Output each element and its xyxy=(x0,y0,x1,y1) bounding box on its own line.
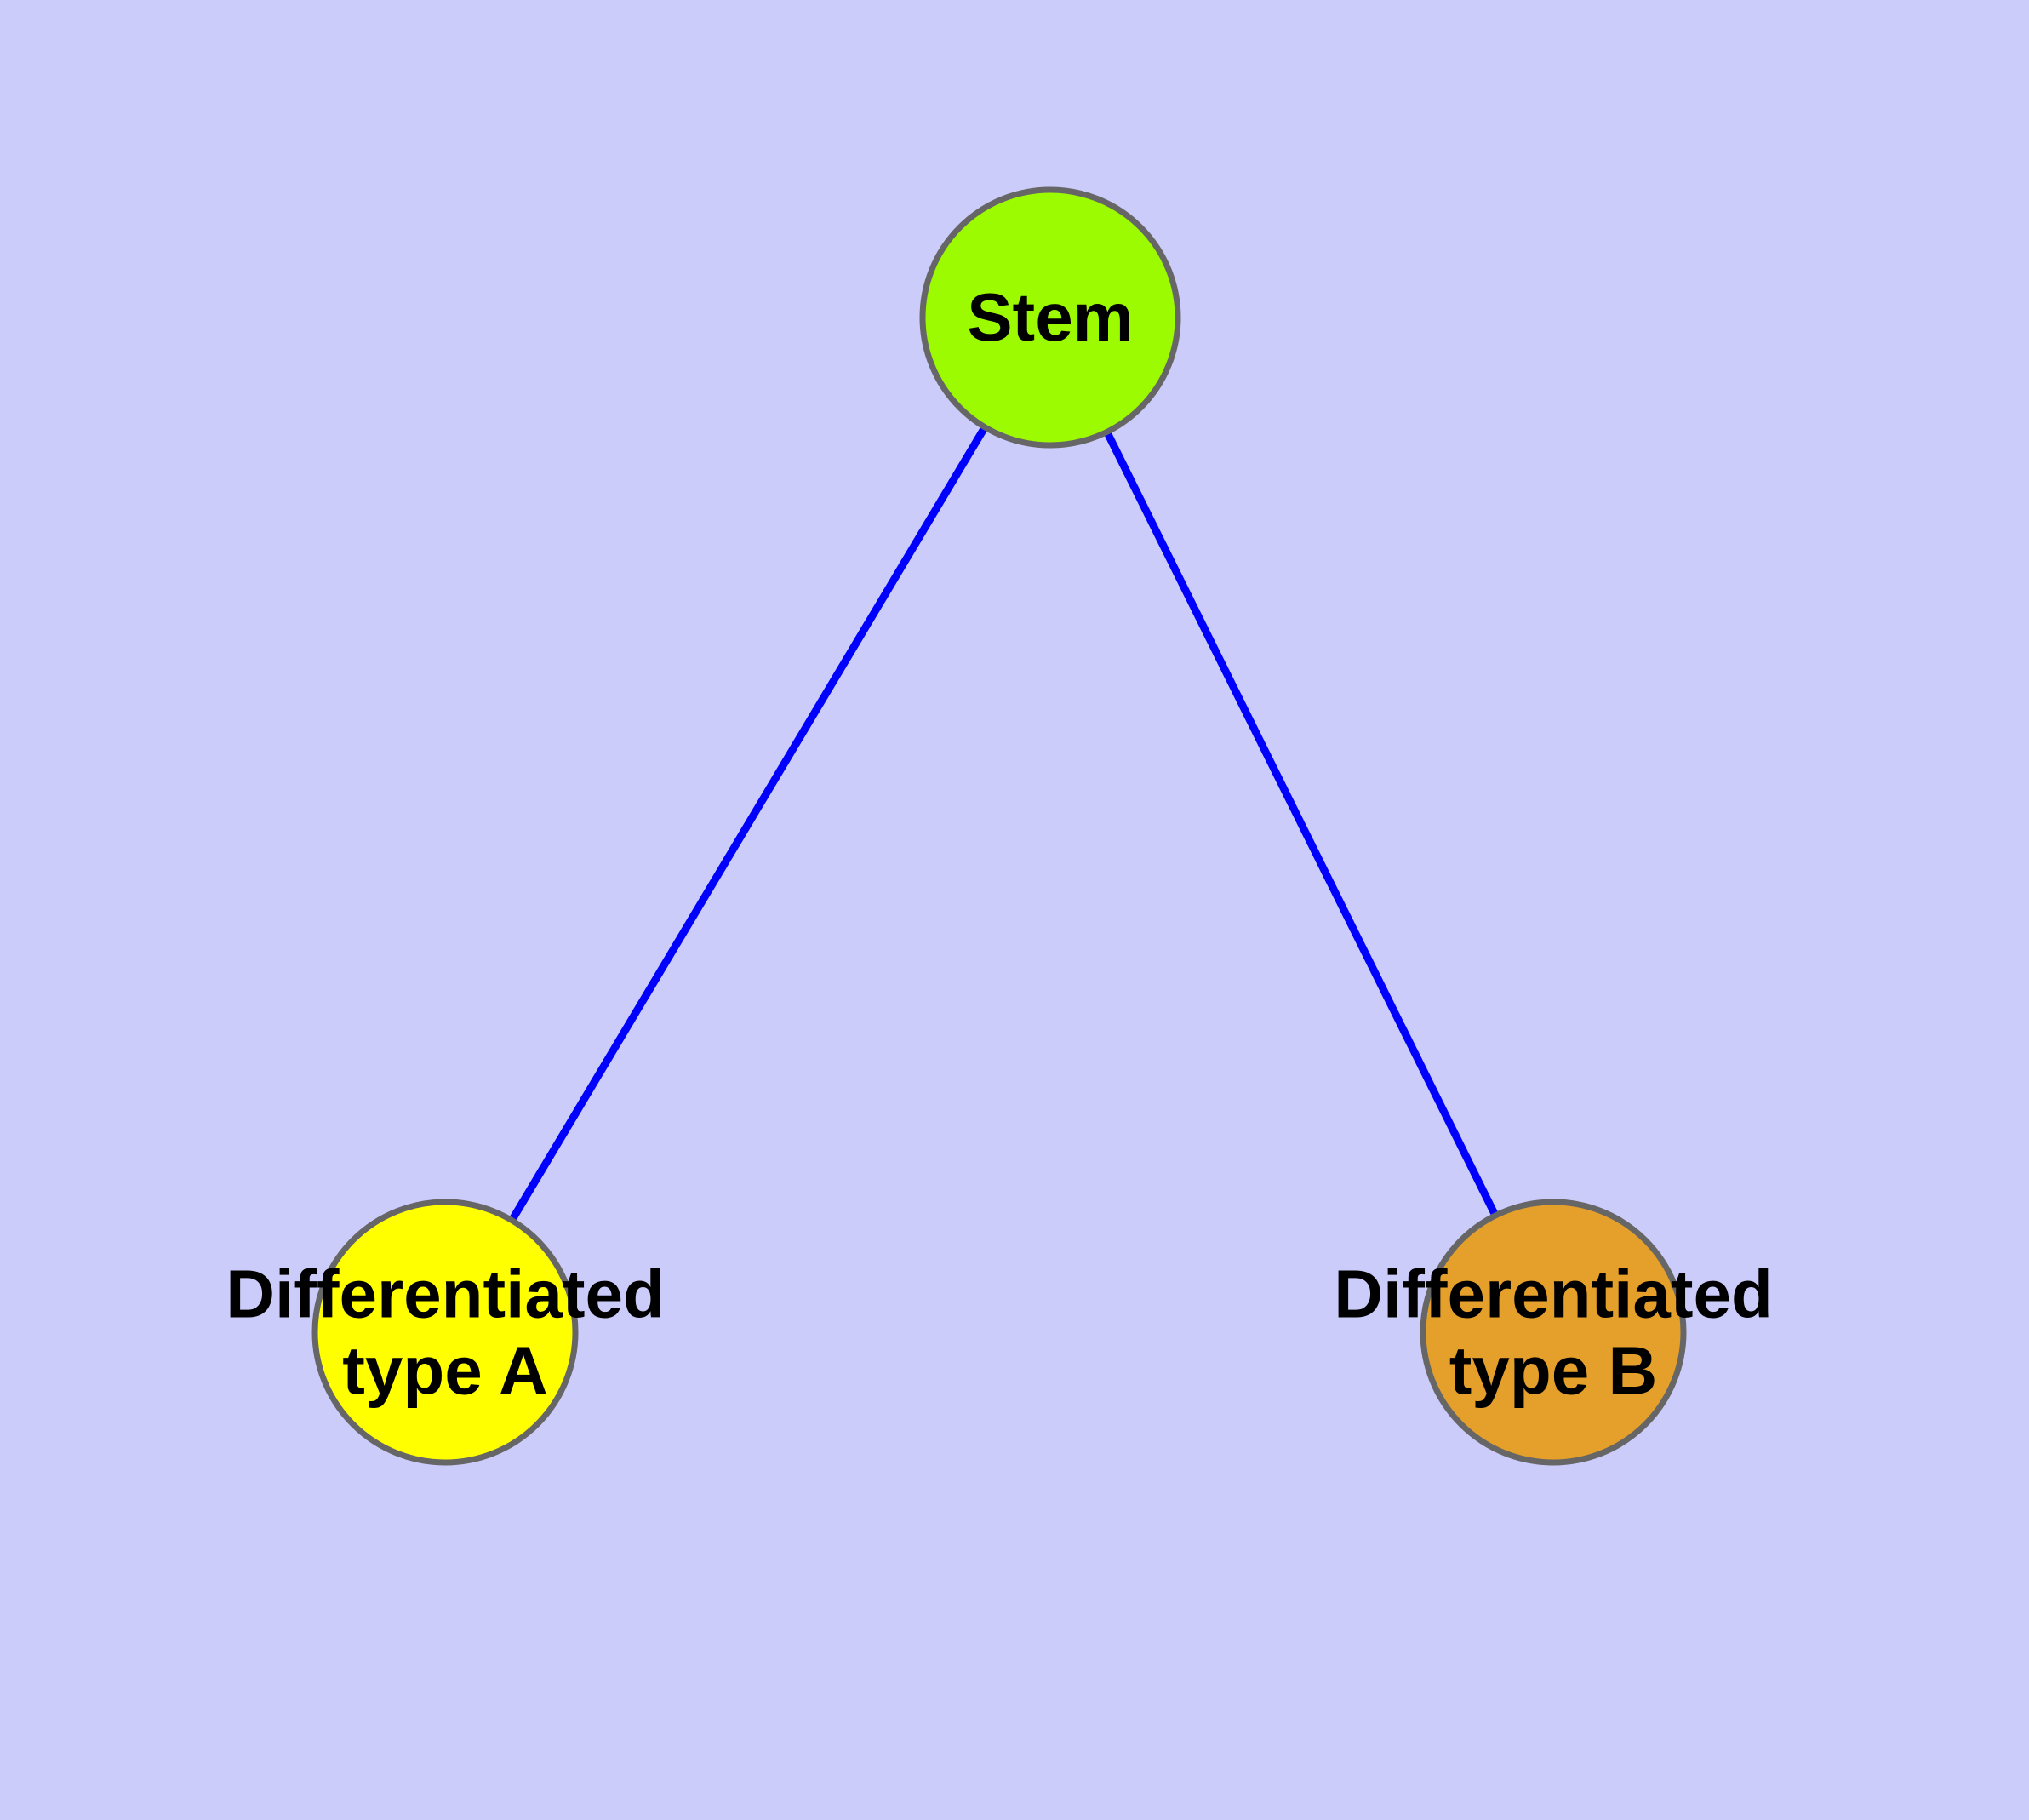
edge-stem-to-differentiated-type-b[interactable] xyxy=(1046,313,1557,1336)
edge-stem-to-differentiated-type-a[interactable] xyxy=(441,313,1055,1336)
node-differentiated-type-b[interactable] xyxy=(1420,1199,1687,1466)
node-differentiated-type-a[interactable] xyxy=(311,1199,579,1466)
node-stem[interactable] xyxy=(919,186,1181,449)
edge-layer xyxy=(441,313,1557,1336)
node-layer xyxy=(311,186,1687,1466)
